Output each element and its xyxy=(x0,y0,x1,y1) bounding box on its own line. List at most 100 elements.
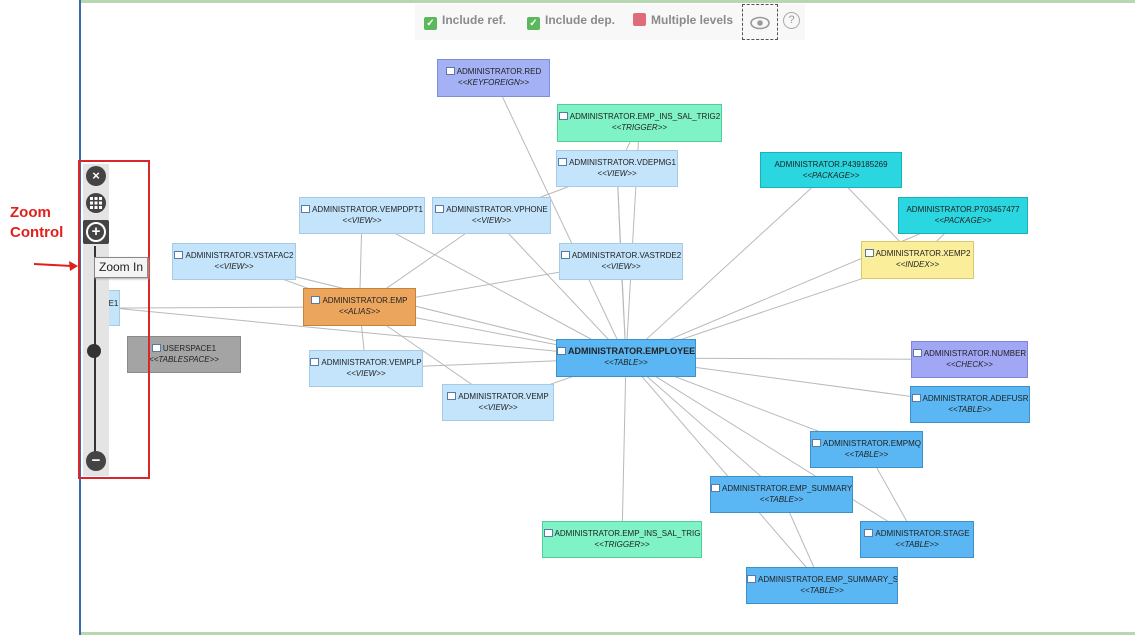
filter-toolbar xyxy=(415,4,805,40)
help-button[interactable]: ? xyxy=(783,12,800,29)
view-icon xyxy=(447,392,457,400)
include-dep-toggle[interactable]: ✓Include dep. xyxy=(527,10,615,30)
tablespace-icon xyxy=(151,344,161,352)
node-name: ADMINISTRATOR.VDEPMG1 xyxy=(569,158,676,167)
node-empmq[interactable]: ADMINISTRATOR.EMPMQ <<TABLE>> xyxy=(810,431,923,468)
include-ref-toggle[interactable]: ✓ Include ref. xyxy=(424,10,506,30)
zoom-out-button[interactable]: − xyxy=(86,451,106,471)
node-vemp[interactable]: ADMINISTRATOR.VEMP <<VIEW>> xyxy=(442,384,554,421)
node-stereotype: <<TABLE>> xyxy=(759,495,804,504)
zoom-control-highlight xyxy=(78,160,150,479)
node-stereotype: <<PACKAGE>> xyxy=(802,171,860,180)
node-stereotype: <<PACKAGE>> xyxy=(934,216,992,225)
view-icon xyxy=(558,158,568,166)
edge-employee-e1 xyxy=(113,307,627,359)
checkbox-unchecked-icon xyxy=(633,13,646,26)
node-stereotype: <<TRIGGER>> xyxy=(611,123,668,132)
node-stereotype: <<VIEW>> xyxy=(597,169,637,178)
zoom-out-icon: − xyxy=(91,452,101,469)
zoom-reset-button[interactable]: × xyxy=(86,166,106,186)
table-icon xyxy=(557,347,566,355)
node-vdepmg1[interactable]: ADMINISTRATOR.VDEPMG1 <<VIEW>> xyxy=(556,150,678,187)
node-stereotype: <<VIEW>> xyxy=(346,369,386,378)
index-icon xyxy=(864,249,874,257)
edge-employee-empsummary xyxy=(625,357,782,495)
node-name: ADMINISTRATOR.VSTAFAC2 xyxy=(185,251,294,260)
node-employee-main[interactable]: ADMINISTRATOR.EMPLOYEE <<TABLE>> xyxy=(556,339,696,377)
alias-icon xyxy=(311,296,321,304)
node-emp-ins-sal-trig[interactable]: ADMINISTRATOR.EMP_INS_SAL_TRIG <<TRIGGER… xyxy=(542,521,702,558)
callout-arrow-icon xyxy=(34,261,78,271)
canvas-bottom-border xyxy=(81,632,1135,635)
check-constraint-icon xyxy=(912,349,922,357)
node-vempdpt1[interactable]: ADMINISTRATOR.VEMPDPT1 <<VIEW>> xyxy=(299,197,425,234)
node-stereotype: <<TABLE>> xyxy=(895,540,939,549)
edge-employee-empsummarys xyxy=(625,357,823,586)
node-stereotype: <<KEYFOREIGN>> xyxy=(457,78,530,87)
node-name: ADMINISTRATOR.VEMP xyxy=(458,392,549,401)
zoom-slider-thumb[interactable] xyxy=(87,344,101,358)
edge-employee-trig xyxy=(621,357,627,540)
zoom-fit-button[interactable] xyxy=(86,193,106,213)
node-stereotype: <<TABLE>> xyxy=(948,405,992,414)
node-adefusr[interactable]: ADMINISTRATOR.ADEFUSR <<TABLE>> xyxy=(910,386,1030,423)
node-name: E1 xyxy=(108,299,119,308)
zoom-in-button[interactable]: + xyxy=(83,220,109,244)
node-stereotype: <<INDEX>> xyxy=(895,260,940,269)
node-p439185269[interactable]: ADMINISTRATOR.P439185269 <<PACKAGE>> xyxy=(760,152,902,188)
node-emp-alias[interactable]: ADMINISTRATOR.EMP <<ALIAS>> xyxy=(303,288,416,326)
node-vemplp[interactable]: ADMINISTRATOR.VEMPLP <<VIEW>> xyxy=(309,350,423,387)
node-xemp2[interactable]: ADMINISTRATOR.XEMP2 <<INDEX>> xyxy=(861,241,974,279)
view-icon xyxy=(435,205,445,213)
node-name: USERSPACE1 xyxy=(162,344,217,353)
node-red[interactable]: ADMINISTRATOR.RED <<KEYFOREIGN>> xyxy=(437,59,550,97)
node-name: ADMINISTRATOR.EMP xyxy=(322,296,408,305)
node-userspace1[interactable]: USERSPACE1 <<TABLESPACE>> xyxy=(127,336,241,373)
node-vastrde2[interactable]: ADMINISTRATOR.VASTRDE2 <<VIEW>> xyxy=(559,243,683,280)
node-name: ADMINISTRATOR.RED xyxy=(456,67,542,76)
trigger-icon xyxy=(543,529,553,537)
edge-employee-p439 xyxy=(625,169,832,359)
eye-icon xyxy=(750,16,770,30)
callout-line-2: Control xyxy=(10,224,64,241)
node-stereotype: <<VIEW>> xyxy=(478,403,518,412)
edge-employee-vphone xyxy=(491,215,627,359)
foreign-key-icon xyxy=(445,67,455,75)
node-name: ADMINISTRATOR.EMP_SUMMARY_S xyxy=(758,575,898,584)
node-name: ADMINISTRATOR.ADEFUSR xyxy=(922,394,1029,403)
node-stereotype: <<TRIGGER>> xyxy=(594,540,650,549)
table-icon xyxy=(711,484,720,492)
include-dep-label: Include dep. xyxy=(545,13,616,27)
include-ref-label: Include ref. xyxy=(442,13,507,27)
node-stage[interactable]: ADMINISTRATOR.STAGE <<TABLE>> xyxy=(860,521,974,558)
node-name: ADMINISTRATOR.EMP_SUMMARY xyxy=(722,484,853,493)
close-icon: × xyxy=(92,168,100,183)
node-number-check[interactable]: ADMINISTRATOR.NUMBER <<CHECK>> xyxy=(911,341,1028,378)
node-stereotype: <<VIEW>> xyxy=(601,262,641,271)
multiple-levels-label: Multiple levels xyxy=(651,13,734,27)
canvas-top-border xyxy=(81,0,1135,3)
node-stereotype: <<TABLE>> xyxy=(800,586,844,595)
node-stereotype: <<TABLE>> xyxy=(604,358,648,367)
node-p703457477[interactable]: ADMINISTRATOR.P703457477 <<PACKAGE>> xyxy=(898,197,1028,234)
node-stereotype: <<ALIAS>> xyxy=(338,307,381,316)
node-name: ADMINISTRATOR.EMPMQ xyxy=(823,439,921,448)
multiple-levels-toggle[interactable]: Multiple levels xyxy=(633,10,733,30)
edge-employee-vempdpt1 xyxy=(361,215,627,359)
node-emp-ins-sal-trig2[interactable]: ADMINISTRATOR.EMP_INS_SAL_TRIG2 <<TRIGGE… xyxy=(557,104,722,142)
node-vstafac2[interactable]: ADMINISTRATOR.VSTAFAC2 <<VIEW>> xyxy=(172,243,296,280)
view-icon xyxy=(560,251,570,259)
visibility-eye-button[interactable] xyxy=(742,4,778,40)
zoom-control-callout-label: Zoom Control xyxy=(10,203,80,243)
zoom-in-icon: + xyxy=(86,222,106,242)
node-name: ADMINISTRATOR.EMP_INS_SAL_TRIG2 xyxy=(569,112,721,121)
node-emp-summary-s[interactable]: ADMINISTRATOR.EMP_SUMMARY_S <<TABLE>> xyxy=(746,567,898,604)
node-vphone[interactable]: ADMINISTRATOR.VPHONE <<VIEW>> xyxy=(432,197,551,234)
view-icon xyxy=(301,205,311,213)
canvas-left-border xyxy=(79,0,81,635)
node-emp-summary[interactable]: ADMINISTRATOR.EMP_SUMMARY <<TABLE>> xyxy=(710,476,853,513)
node-stereotype: <<VIEW>> xyxy=(471,216,512,225)
node-name: ADMINISTRATOR.VEMPLP xyxy=(321,358,422,367)
node-e1-partial[interactable]: E1 xyxy=(107,290,120,326)
checkbox-checked-icon: ✓ xyxy=(424,17,437,30)
